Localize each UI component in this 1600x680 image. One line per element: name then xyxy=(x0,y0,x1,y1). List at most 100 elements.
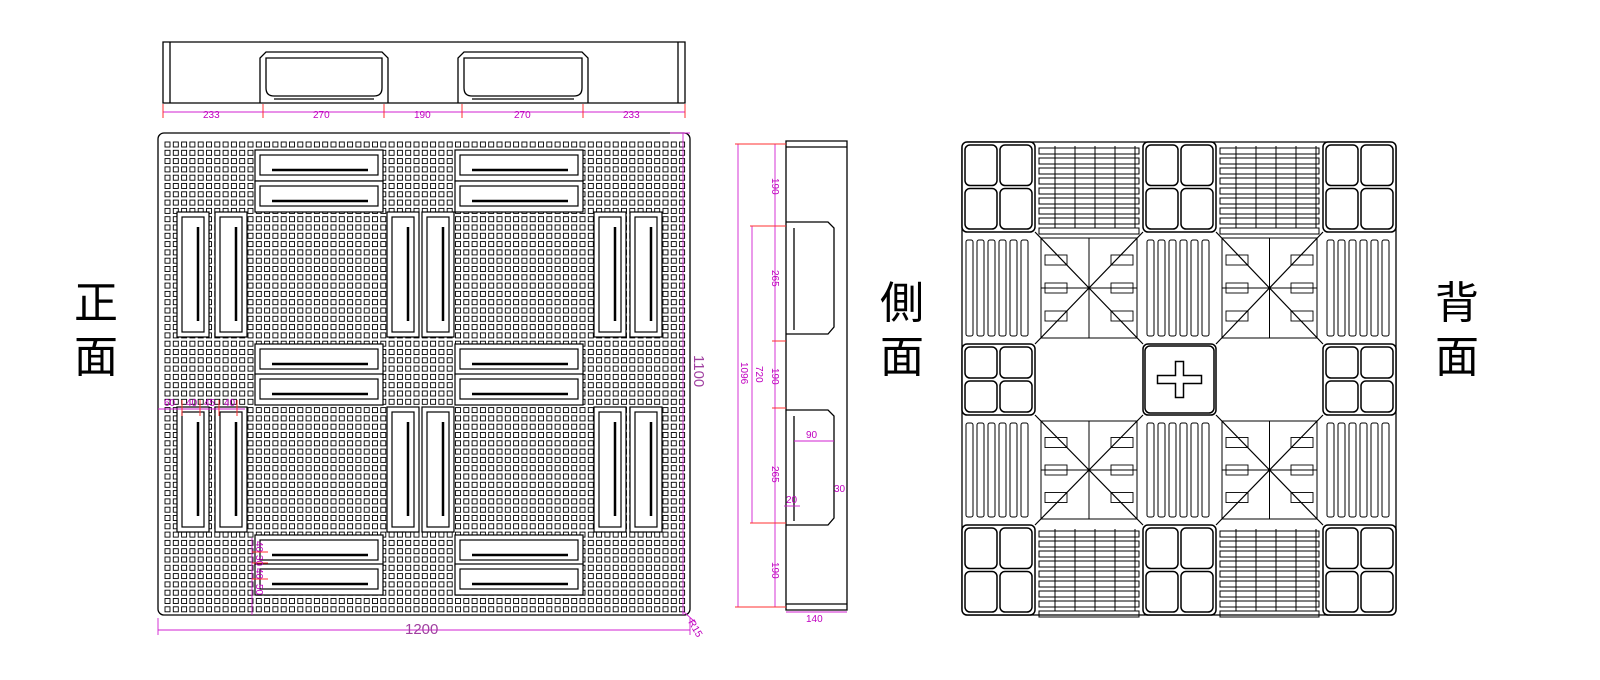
grid-hole xyxy=(504,456,511,463)
grid-hole xyxy=(504,299,511,306)
grid-hole xyxy=(496,266,503,272)
dim-detail-h-1: 60 xyxy=(164,398,176,409)
grid-hole xyxy=(172,166,179,173)
grid-hole xyxy=(313,407,320,414)
dim-side-1: 190 xyxy=(769,178,780,195)
grid-hole xyxy=(679,274,686,281)
grid-hole xyxy=(405,349,412,355)
grid-hole xyxy=(280,423,287,430)
grid-hole xyxy=(239,349,246,355)
grid-hole xyxy=(347,274,354,281)
grid-hole xyxy=(272,465,279,472)
grid-hole xyxy=(455,506,461,513)
grid-hole xyxy=(604,174,611,181)
grid-hole xyxy=(504,141,511,148)
grid-hole xyxy=(562,490,569,497)
grid-hole xyxy=(380,440,387,447)
back-block-cell xyxy=(1360,570,1394,613)
grid-hole xyxy=(330,249,337,256)
grid-hole xyxy=(446,166,453,173)
side-label-char-2: 面 xyxy=(880,332,924,383)
grid-hole xyxy=(471,216,478,223)
grid-hole xyxy=(679,365,686,372)
back-block-cell xyxy=(999,380,1033,413)
grid-hole xyxy=(421,349,428,355)
grid-hole xyxy=(421,382,428,389)
grid-hole xyxy=(239,166,246,173)
grid-hole xyxy=(587,390,594,397)
grid-hole xyxy=(645,199,652,206)
back-cell xyxy=(1290,282,1314,294)
grid-hole xyxy=(164,423,171,430)
grid-hole xyxy=(463,307,470,314)
grid-hole xyxy=(338,432,345,438)
grid-hole xyxy=(181,191,188,198)
grid-hole xyxy=(662,573,669,580)
grid-hole xyxy=(189,365,196,372)
grid-hole xyxy=(239,564,246,571)
grid-hole xyxy=(297,515,304,521)
grid-hole xyxy=(629,174,636,181)
grid-hole xyxy=(529,481,536,488)
grid-hole xyxy=(214,539,221,546)
grid-hole xyxy=(538,249,544,256)
grid-hole xyxy=(372,216,378,223)
grid-hole xyxy=(571,506,578,513)
grid-hole xyxy=(247,365,254,372)
grid-hole xyxy=(496,290,503,297)
grid-hole xyxy=(313,490,320,497)
grid-hole xyxy=(463,332,470,339)
grid-hole xyxy=(322,224,329,231)
grid-hole xyxy=(571,299,578,306)
grid-hole xyxy=(181,598,188,604)
grid-hole xyxy=(662,581,669,588)
grid-hole xyxy=(604,573,611,580)
back-rib xyxy=(1219,540,1320,548)
grid-hole xyxy=(562,307,569,314)
grid-hole xyxy=(496,224,503,231)
grid-hole xyxy=(214,158,221,165)
grid-hole xyxy=(546,257,553,264)
grid-hole xyxy=(529,440,536,447)
grid-hole xyxy=(197,149,204,156)
grid-hole xyxy=(355,241,362,248)
grid-hole xyxy=(189,573,196,580)
grid-hole xyxy=(230,373,237,380)
grid-hole xyxy=(521,598,528,604)
grid-hole xyxy=(363,473,370,480)
back-block-cell xyxy=(1325,570,1359,613)
grid-hole xyxy=(313,257,320,264)
grid-hole xyxy=(670,407,677,414)
grid-hole xyxy=(322,415,329,422)
grid-hole xyxy=(338,141,345,148)
grid-hole xyxy=(670,515,677,521)
grid-hole xyxy=(380,456,387,463)
grid-hole xyxy=(280,498,287,505)
back-rib xyxy=(1219,600,1320,608)
grid-hole xyxy=(355,232,362,239)
grid-hole xyxy=(197,398,204,405)
grid-hole xyxy=(654,166,661,173)
grid-hole xyxy=(255,307,262,314)
grid-hole xyxy=(396,382,403,389)
grid-hole xyxy=(363,274,370,281)
grid-hole xyxy=(571,606,578,613)
grid-hole xyxy=(529,498,536,505)
grid-hole xyxy=(496,473,503,480)
grid-hole xyxy=(455,440,461,447)
grid-hole xyxy=(463,506,470,513)
grid-hole xyxy=(347,249,354,256)
grid-hole xyxy=(438,373,445,380)
grid-hole xyxy=(322,274,329,281)
grid-hole xyxy=(338,498,345,505)
grid-hole xyxy=(471,232,478,239)
grid-hole xyxy=(297,266,304,272)
grid-hole xyxy=(430,606,437,613)
grid-hole xyxy=(164,373,171,380)
grid-hole xyxy=(571,498,578,505)
grid-hole xyxy=(479,299,486,306)
grid-hole xyxy=(579,324,586,331)
grid-hole xyxy=(621,373,627,380)
grid-hole xyxy=(247,481,254,488)
grid-hole xyxy=(164,556,171,563)
